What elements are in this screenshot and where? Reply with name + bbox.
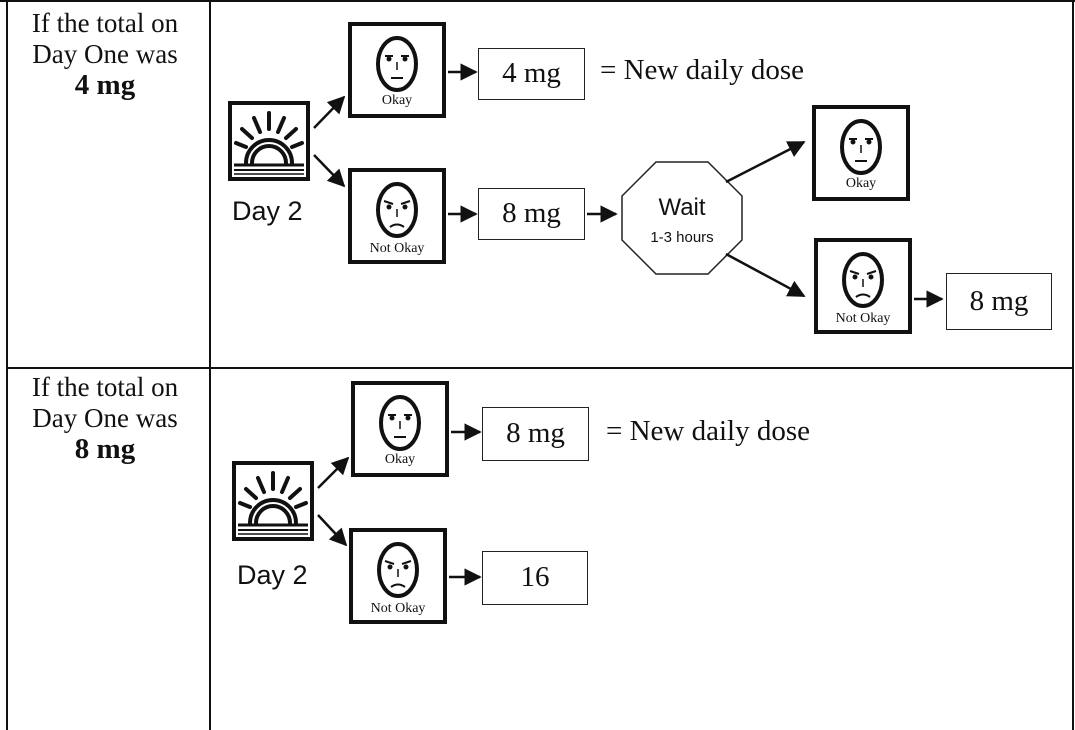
row1-not-okay-dose: 8 mg	[502, 197, 561, 229]
row2-condition-dose: 8 mg	[74, 433, 136, 465]
row1-okay-dose-box: 4 mg	[478, 48, 585, 100]
row1-wait-title: Wait	[658, 194, 706, 221]
row2-arrow-sun-to-okay	[317, 456, 350, 489]
row1-not-okay-label: Not Okay	[369, 241, 425, 256]
row2-okay-dose-box: 8 mg	[482, 407, 589, 461]
row2-okay-label: Okay	[384, 452, 416, 467]
row2-sad-face-icon	[377, 542, 419, 598]
row1-after-wait-neutral-face-icon	[840, 119, 882, 175]
row1-okay-face: Okay	[348, 22, 446, 118]
row1-condition: If the total on Day One was 4 mg	[0, 8, 210, 101]
row1-neutral-face-icon	[376, 36, 418, 92]
row1-condition-line1: If the total on	[31, 8, 179, 38]
row2-condition-line1: If the total on	[31, 372, 179, 402]
row1-wait-duration: 1-3 hours	[650, 229, 714, 246]
row1-after-wait-okay-face: Okay	[812, 105, 910, 201]
row2-sunrise-icon	[232, 461, 314, 541]
row2-okay-face: Okay	[351, 381, 449, 477]
row2-neutral-face-icon	[379, 395, 421, 451]
row2-day-label: Day 2	[237, 560, 308, 590]
row1-after-wait-sad-face-icon	[842, 252, 884, 308]
row1-after-wait-not-okay-face: Not Okay	[814, 238, 912, 334]
row1-okay-dose: 4 mg	[502, 57, 561, 89]
row2-not-okay-face: Not Okay	[349, 528, 447, 624]
row1-arrow-sun-to-not-okay	[313, 154, 346, 188]
row1-wait-octagon	[621, 161, 743, 275]
row1-arrow-sun-to-okay	[313, 95, 346, 129]
row1-after-wait-dose: 8 mg	[969, 285, 1029, 317]
row2-not-okay-dose-box: 16	[482, 551, 588, 605]
row1-sad-face-icon	[376, 182, 418, 238]
row-divider	[6, 367, 1074, 369]
row1-sunrise-icon	[228, 101, 310, 181]
row1-after-wait-not-okay-label: Not Okay	[835, 311, 891, 326]
row2-not-okay-label: Not Okay	[370, 601, 426, 616]
row2-new-daily-dose: = New daily dose	[606, 415, 811, 447]
row1-arrow-wait-to-okay	[725, 140, 806, 184]
row1-after-wait-okay-label: Okay	[845, 176, 877, 191]
table-right-border	[1072, 0, 1074, 730]
table-left-border	[6, 0, 8, 730]
table-top-border	[0, 0, 1075, 2]
row1-okay-label: Okay	[381, 93, 413, 108]
row1-day-label: Day 2	[232, 196, 303, 226]
row1-new-daily-dose: = New daily dose	[600, 54, 805, 86]
row1-condition-dose: 4 mg	[74, 69, 136, 101]
row1-condition-line2: Day One was	[32, 39, 178, 69]
row1-not-okay-dose-box: 8 mg	[478, 188, 585, 240]
row1-not-okay-face: Not Okay	[348, 168, 446, 264]
row2-not-okay-dose: 16	[520, 561, 550, 593]
column-divider	[209, 0, 211, 730]
row1-after-wait-dose-box: 8 mg	[946, 273, 1052, 330]
row1-arrow-wait-to-not-okay	[725, 252, 806, 298]
row2-condition-line2: Day One was	[32, 403, 178, 433]
row2-condition: If the total on Day One was 8 mg	[0, 372, 210, 465]
row2-okay-dose: 8 mg	[506, 417, 565, 449]
row2-arrow-sun-to-not-okay	[317, 514, 348, 547]
